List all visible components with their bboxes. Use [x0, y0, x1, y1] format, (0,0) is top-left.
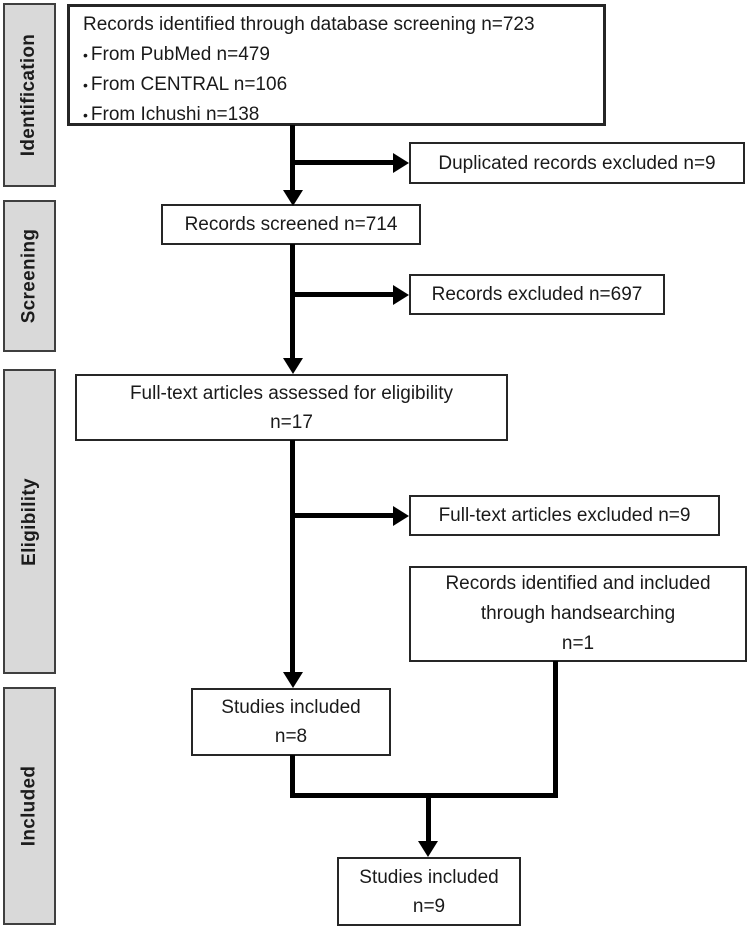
box-duplicated-records-excluded: Duplicated records excluded n=9	[409, 142, 745, 184]
connector-handsearching-to-merge	[553, 661, 558, 798]
stage-label-eligibility: Eligibility	[3, 369, 56, 674]
box-text: Duplicated records excluded n=9	[438, 152, 716, 174]
connector-identified-to-screened	[290, 125, 295, 192]
bullet-item: • From PubMed n=479	[83, 40, 270, 70]
arrowhead-down-icon	[283, 358, 303, 374]
box-records-screened: Records screened n=714	[161, 204, 421, 245]
box-studies-included-8: Studies included n=8	[191, 688, 391, 756]
box-text: Records screened n=714	[184, 214, 398, 235]
box-fulltext-assessed: Full-text articles assessed for eligibil…	[75, 374, 508, 441]
box-fulltext-excluded: Full-text articles excluded n=9	[409, 495, 720, 536]
connector-merge-horizontal	[290, 793, 558, 798]
connector-branch-fulltext-excluded	[293, 513, 394, 518]
stage-label-text: Screening	[18, 228, 40, 324]
stage-label-text: Eligibility	[18, 477, 40, 566]
connector-screened-to-fulltext	[290, 244, 295, 360]
connector-fulltext-to-included8	[290, 440, 295, 674]
bullet-text: From Ichushi n=138	[90, 104, 260, 125]
connector-branch-records-excluded	[293, 292, 394, 297]
arrowhead-right-icon	[393, 153, 409, 173]
stage-label-text: Identification	[18, 33, 40, 157]
bullet-icon: •	[83, 107, 88, 123]
arrowhead-down-icon	[283, 672, 303, 688]
box-handsearching-included: Records identified and included through …	[409, 566, 747, 662]
box-records-identified: Records identified through database scre…	[67, 4, 606, 126]
stage-label-text: Included	[18, 765, 40, 847]
box-text-line: n=8	[274, 726, 308, 747]
bullet-text: From PubMed n=479	[90, 44, 270, 65]
arrowhead-right-icon	[393, 506, 409, 526]
bullet-text: From CENTRAL n=106	[90, 74, 288, 95]
stage-label-included: Included	[3, 687, 56, 925]
box-text-line: Studies included	[221, 697, 361, 718]
box-text-line: Records identified and included	[445, 573, 711, 594]
box-text: Records excluded n=697	[431, 284, 643, 305]
arrowhead-right-icon	[393, 285, 409, 305]
connector-merge-to-included9	[426, 798, 431, 842]
connector-branch-duplicates	[293, 160, 394, 165]
box-title: Records identified through database scre…	[83, 14, 535, 35]
box-text-line: n=1	[561, 633, 595, 654]
bullet-item: • From CENTRAL n=106	[83, 70, 287, 100]
box-text-line: through handsearching	[480, 603, 676, 624]
box-text-line: Studies included	[359, 866, 499, 888]
box-text-line: n=17	[270, 411, 313, 433]
bullet-item: • From Ichushi n=138	[83, 100, 259, 130]
box-studies-included-9: Studies included n=9	[337, 857, 521, 926]
stage-label-identification: Identification	[3, 3, 56, 187]
box-records-excluded: Records excluded n=697	[409, 274, 665, 315]
connector-included8-to-merge	[290, 755, 295, 798]
bullet-icon: •	[83, 77, 88, 93]
box-text-line: n=9	[412, 895, 446, 917]
bullet-icon: •	[83, 47, 88, 63]
stage-label-screening: Screening	[3, 200, 56, 352]
arrowhead-down-icon	[418, 841, 438, 857]
arrowhead-down-icon	[283, 190, 303, 206]
box-text: Full-text articles excluded n=9	[438, 505, 691, 526]
box-text-line: Full-text articles assessed for eligibil…	[129, 382, 454, 404]
